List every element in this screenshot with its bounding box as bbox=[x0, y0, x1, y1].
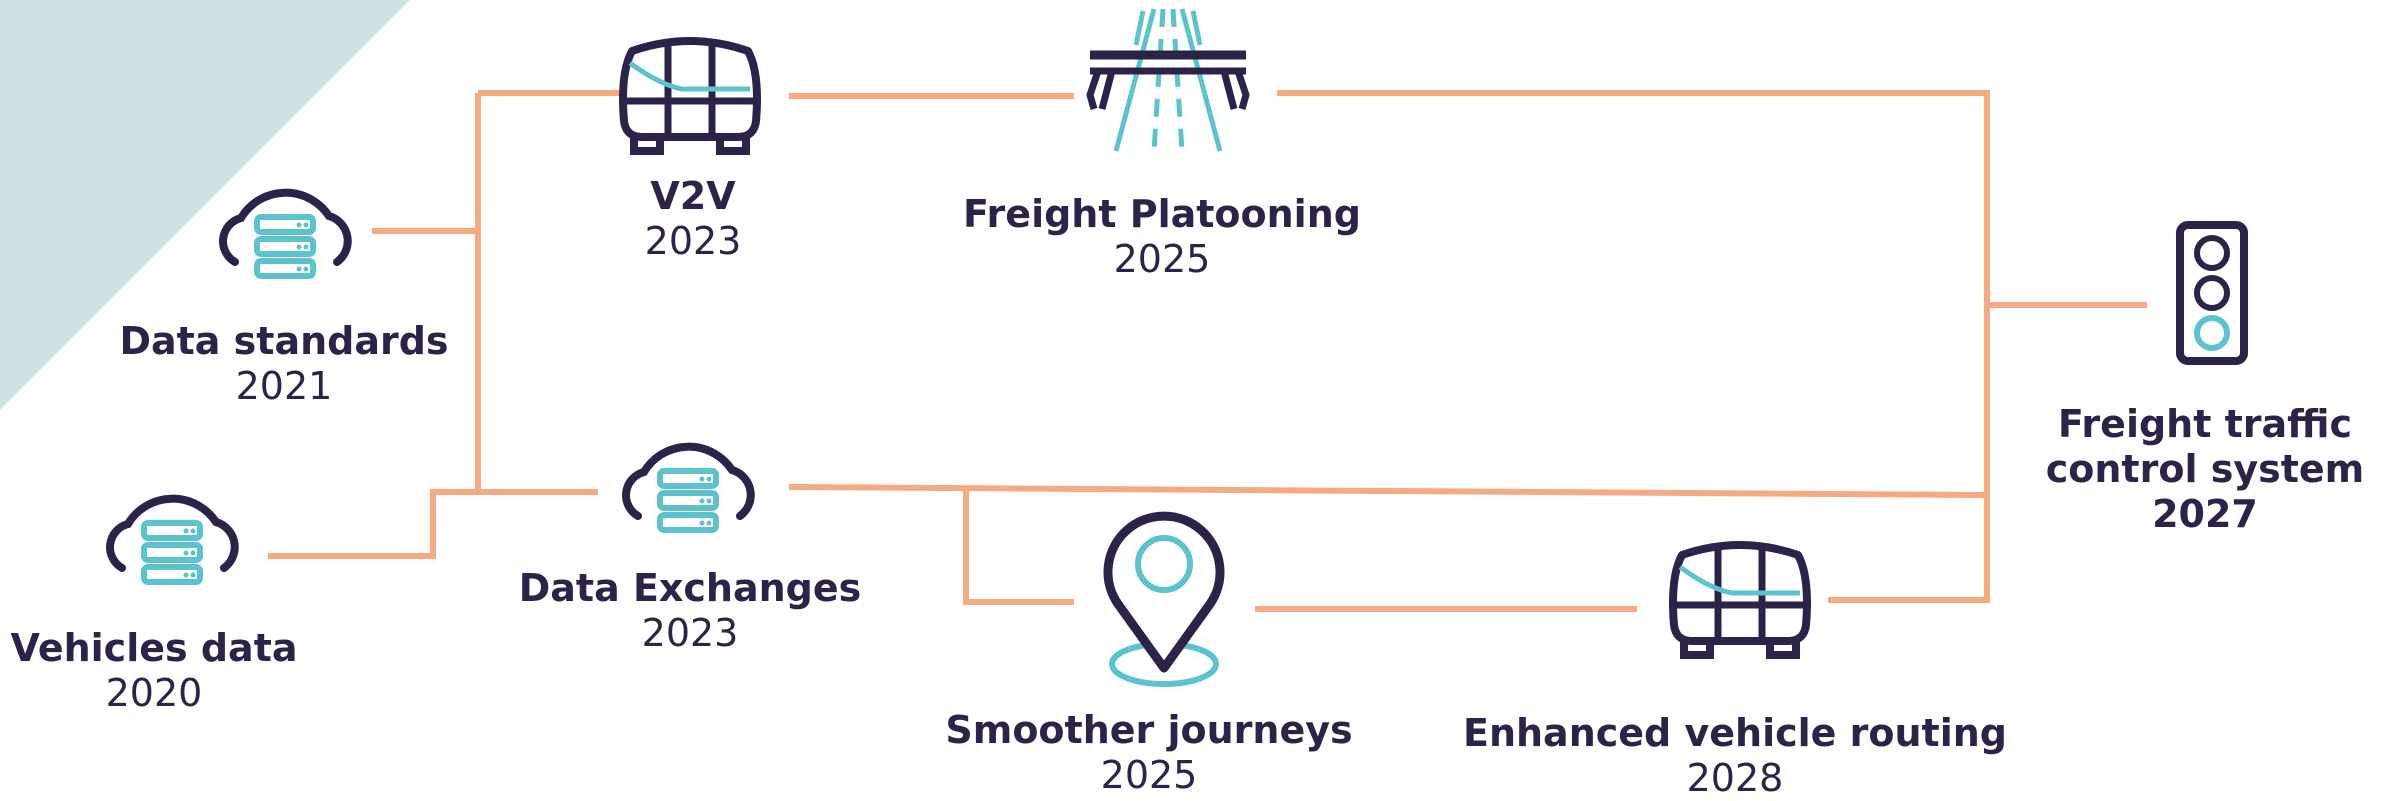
node-vehicles-data: Vehicles data 2020 bbox=[10, 626, 297, 716]
node-freight-platooning: Freight Platooning 2025 bbox=[963, 192, 1361, 282]
node-year: 2028 bbox=[1686, 756, 1784, 800]
corner-triangle bbox=[0, 0, 410, 410]
node-year: 2027 bbox=[2152, 492, 2258, 536]
node-title-line2: control system bbox=[2045, 447, 2365, 491]
node-title: Vehicles data bbox=[10, 626, 298, 670]
connectors bbox=[268, 90, 2147, 612]
node-freight-traffic: Freight traffic control system 2027 bbox=[2046, 402, 2365, 537]
node-data-exchanges: Data Exchanges 2023 bbox=[519, 566, 862, 656]
node-year: 2023 bbox=[644, 219, 742, 263]
node-title: Data standards bbox=[119, 319, 449, 363]
node-title: Smoother journeys bbox=[945, 708, 1353, 752]
cloud-server-icon bbox=[106, 494, 239, 585]
node-title: Enhanced vehicle routing bbox=[1462, 711, 2008, 755]
node-year: 2021 bbox=[235, 364, 333, 408]
connector-vehicles-data bbox=[268, 489, 598, 559]
node-title: Data Exchanges bbox=[518, 566, 862, 610]
location-pin-icon bbox=[1103, 511, 1225, 687]
node-title: V2V bbox=[650, 174, 736, 218]
highway-icon bbox=[1086, 8, 1250, 152]
node-smoother-journeys: Smoother journeys 2025 bbox=[945, 708, 1352, 798]
cloud-server-icon bbox=[622, 442, 755, 533]
node-title: Freight Platooning bbox=[963, 192, 1361, 236]
node-title-line1: Freight traffic bbox=[2057, 402, 2353, 446]
traffic-light-icon bbox=[2176, 221, 2248, 365]
node-enhanced-routing: Enhanced vehicle routing 2028 bbox=[1463, 711, 2007, 801]
cloud-server-icon bbox=[219, 188, 352, 279]
node-data-standards: Data standards 2021 bbox=[119, 319, 448, 409]
node-year: 2025 bbox=[1113, 237, 1211, 281]
connector-exchanges-right bbox=[788, 484, 1988, 498]
node-year: 2025 bbox=[1100, 753, 1198, 797]
node-year: 2020 bbox=[105, 671, 203, 715]
autonomous-vehicle-icon bbox=[619, 37, 761, 155]
autonomous-vehicle-icon bbox=[1669, 541, 1811, 659]
node-v2v: V2V 2023 bbox=[645, 174, 742, 264]
node-year: 2023 bbox=[641, 611, 739, 655]
connector-to-smoother bbox=[963, 490, 1074, 605]
connector-platooning-right bbox=[1277, 90, 1990, 603]
